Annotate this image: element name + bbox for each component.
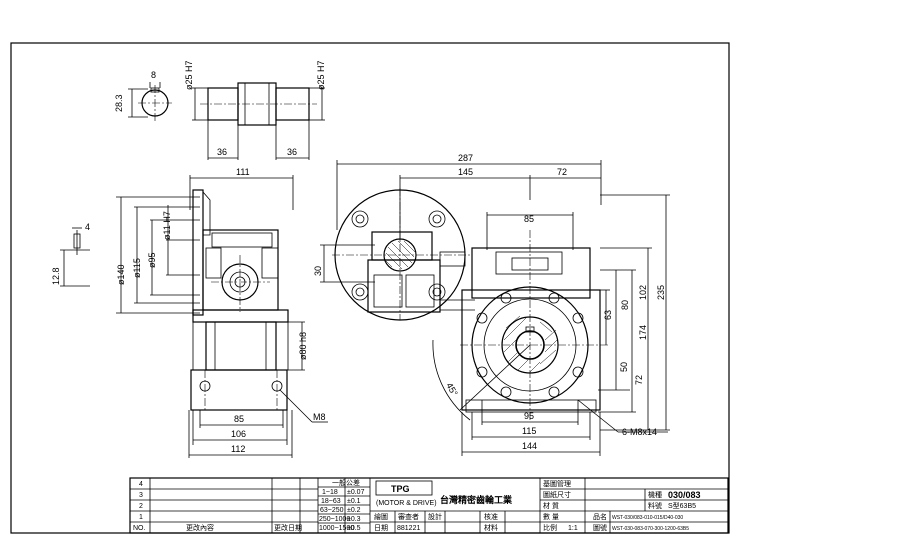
shaft-right-len-label: 36 [287,147,297,157]
front-holes-label: 6-M8x14 [622,427,657,437]
front-h63-label: 63 [603,310,613,320]
drawing-size-label: 圖紙尺寸 [543,490,571,499]
shaft-key-height-label: 28.3 [114,94,124,112]
side-w112-label: 112 [231,444,245,454]
front-w145-label: 145 [458,167,473,177]
side-base-dia-label: ø80 h8 [298,332,308,360]
model-label: 機種 [648,490,662,499]
front-total-width-label: 287 [458,153,473,163]
change-date-label: 更改日期 [274,523,302,532]
approved-label: 設計 [428,512,442,521]
shaft-left-dia-label: ø25 H7 [184,60,194,90]
side-w85-label: 85 [234,414,244,424]
change-content-label: 更改內容 [186,523,214,532]
approve-label: 核准 [484,512,498,521]
front-w72-label: 72 [557,167,567,177]
date-label: 日期 [374,524,388,532]
revision-mark-3: 3 [139,492,143,499]
model-value: 030/083 [668,490,701,500]
part-label: 料號 [648,501,662,510]
front-h50-label: 50 [619,362,629,372]
drawing-mgmt-label: 基圖管理 [543,479,571,488]
revision-mark-4: 4 [139,481,143,488]
tolerance-value-2: ±0.1 [347,498,361,505]
side-view: 111 ø140 ø115 ø95 ø11 H7 4 12.8 [51,167,328,458]
company-logo: TPG [391,484,410,494]
name-value: WST-030/083-010-015/D40-030 [612,515,683,521]
checked-label: 審查者 [398,512,419,521]
title-block: 4 3 2 1 NO. 更改內容 更改日期 一般公差 1~18 ±0.07 18… [129,477,729,534]
revision-mark-1: 1 [139,514,143,521]
side-pilot-dia-label: ø115 [132,258,142,278]
material-spec-label: 材 質 [543,501,559,510]
tolerance-range-5: 1000~1500 [319,525,354,532]
no-label: NO. [133,525,146,532]
date-value: 881221 [397,525,420,532]
drawn-label: 繪圖 [374,512,388,521]
name-label: 品名 [593,512,607,521]
side-top-width-label: 111 [236,167,250,177]
front-h235-label: 235 [656,285,666,300]
part-value: S型63B5 [668,501,696,510]
quantity-label: 數 量 [543,512,559,521]
side-bore-dia-label: ø11 H7 [162,211,172,240]
side-flange-dia-label: ø140 [116,264,126,285]
side-key-width-label: 4 [85,222,90,232]
front-h80-label: 80 [620,300,630,310]
front-w85-label: 85 [524,214,534,224]
shaft-left-len-label: 36 [217,147,227,157]
tolerance-range-1: 1~18 [322,489,338,496]
tolerance-range-3: 63~250 [320,507,344,514]
front-h102-label: 102 [638,285,648,300]
front-h174-label: 174 [638,325,648,340]
tolerance-title: 一般公差 [332,478,360,487]
side-w106-label: 106 [231,429,246,439]
tolerance-value-5: ±0.5 [347,525,361,532]
front-w95-label: 95 [524,411,534,421]
drawing-no-value: WST-030-083-070-300-1200-63B5 [612,526,689,532]
company-name: 台灣精密齒輪工業 [440,494,513,505]
material-label: 材料 [484,523,498,532]
front-w115-label: 115 [522,426,536,436]
shaft-right-dia-label: ø25 H7 [316,60,326,90]
shaft-detail: 28.3 8 ø25 H7 ø25 H7 36 36 [114,60,326,160]
drawing-no-label: 圖號 [593,523,607,532]
company-logo-sub: (MOTOR & DRIVE) [376,500,437,507]
front-view: 287 145 72 85 [313,153,670,456]
side-thread-label: M8 [313,412,326,422]
tolerance-value-4: ±0.3 [347,516,361,523]
tolerance-range-4: 250~1000 [319,516,350,523]
revision-mark-2: 2 [139,503,143,510]
side-key-depth-label: 12.8 [51,267,61,285]
side-spigot-dia-label: ø95 [147,252,157,268]
front-h30-label: 30 [313,266,323,276]
scale-label: 比例 [543,523,557,532]
front-w144-label: 144 [522,441,537,451]
front-h72-label: 72 [634,375,644,385]
shaft-key-width-label: 8 [151,70,156,80]
scale-value: 1:1 [568,525,578,532]
tolerance-value-1: ±0.07 [347,489,365,496]
front-angle-label: 45° [444,381,460,398]
drawing-border [10,42,730,534]
tolerance-value-3: ±0.2 [347,507,361,514]
tolerance-range-2: 18~63 [321,498,341,505]
